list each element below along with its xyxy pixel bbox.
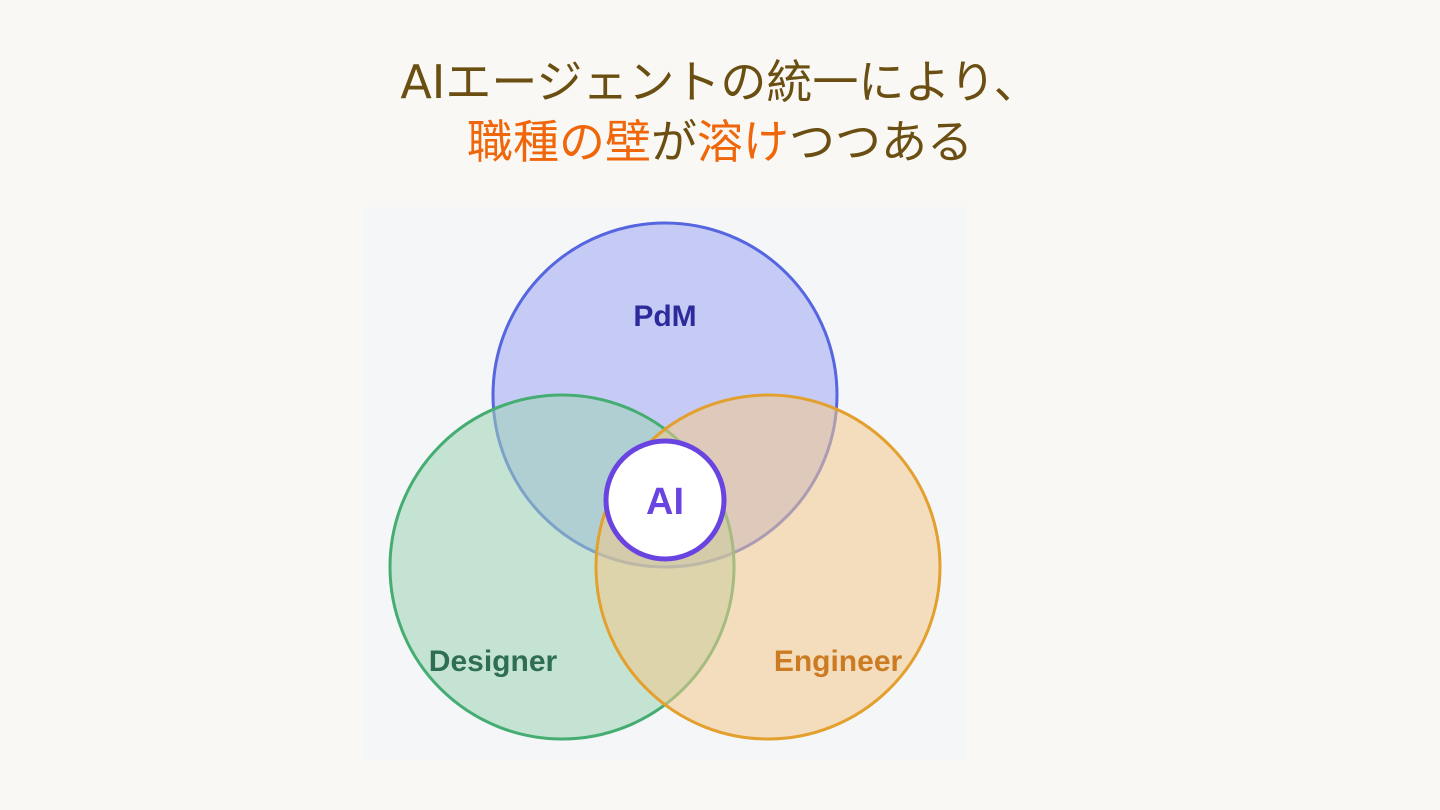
title-line-1: AIエージェントの統一により、 [400, 55, 1040, 109]
designer-label: Designer [429, 645, 558, 678]
engineer-label: Engineer [774, 645, 903, 678]
title-segment-melt: 溶け [697, 115, 789, 169]
title-segment-ga: が [651, 115, 697, 169]
ai-center-circle [603, 438, 727, 562]
title-line-2: 職種の壁が溶けつつある [0, 112, 1440, 172]
slide-title: AIエージェントの統一により、 職種の壁が溶けつつある [0, 52, 1440, 172]
ai-label: AI [646, 481, 684, 523]
pdm-label: PdM [633, 300, 696, 333]
title-segment-tsutsuaru: つつある [789, 115, 973, 169]
title-segment-occupation-wall: 職種の壁 [467, 115, 651, 169]
